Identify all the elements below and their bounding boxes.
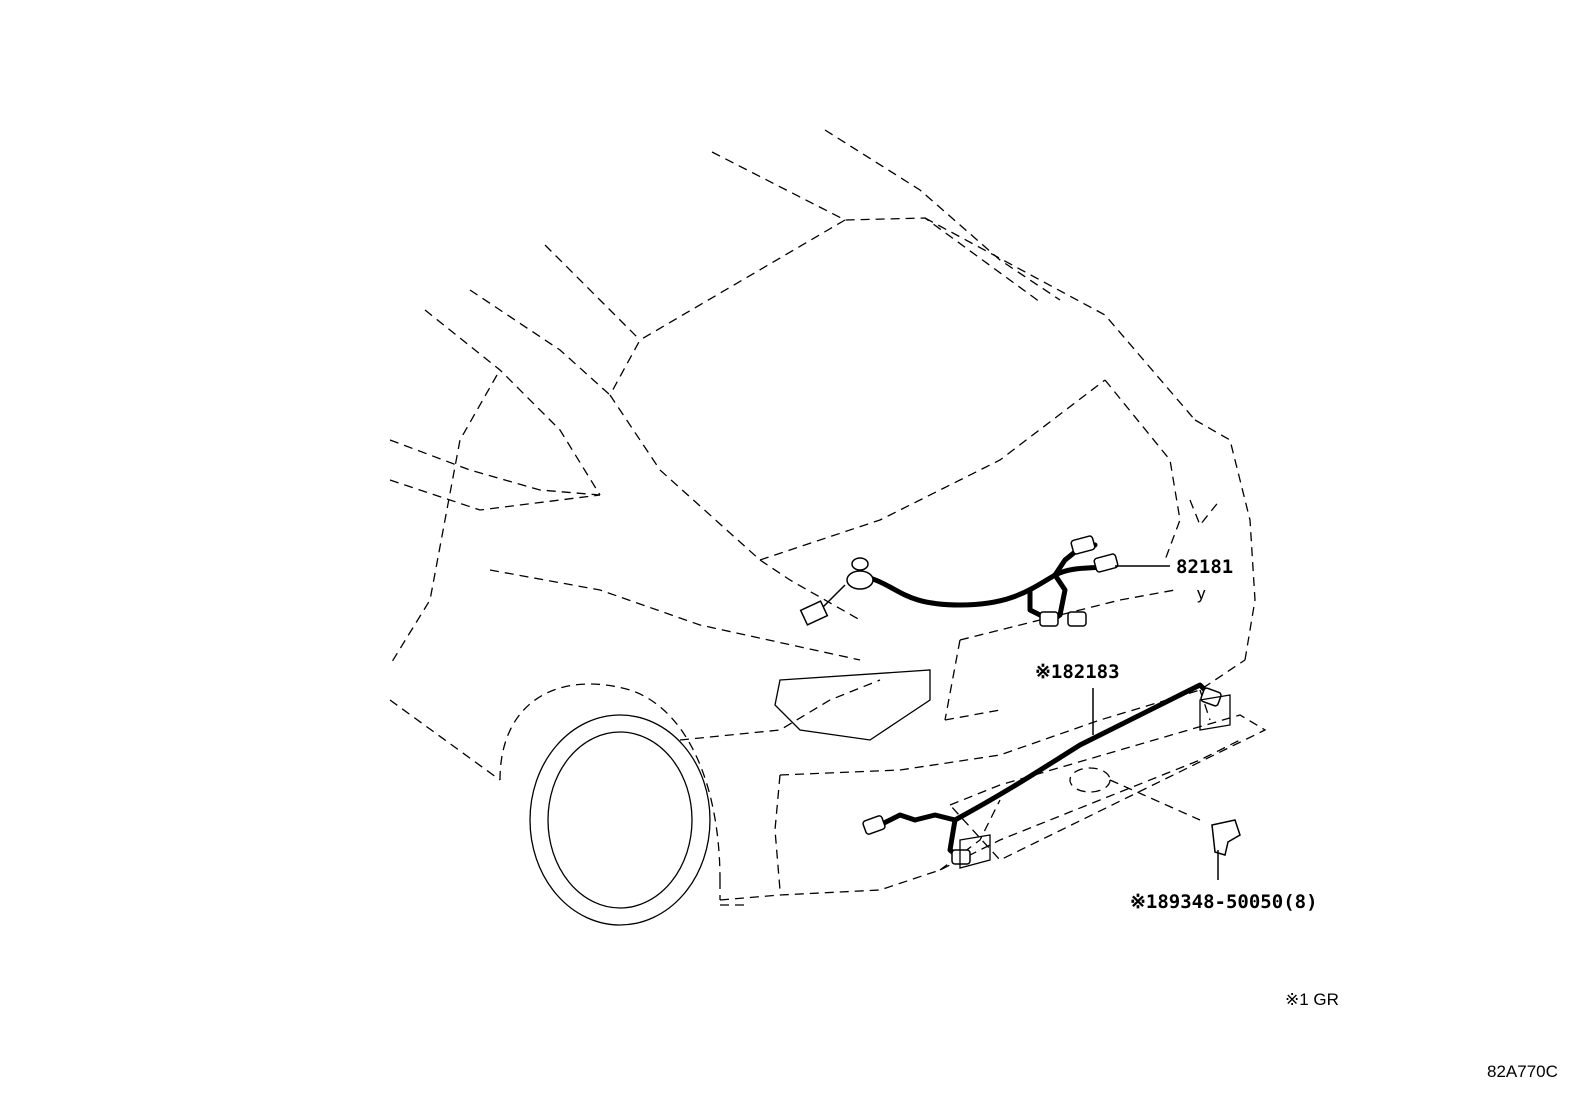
connector-icon — [862, 815, 886, 835]
car-body-outline — [389, 129, 1256, 906]
connector-icon — [951, 849, 971, 865]
harness-82183 — [862, 682, 1231, 869]
connector-icon — [799, 600, 829, 626]
sensor-icon — [959, 834, 991, 869]
connector-icon — [1093, 553, 1119, 573]
harness-82181 — [799, 535, 1119, 627]
connector-icon — [1039, 611, 1059, 627]
part-number-82183: ※182183 — [1035, 661, 1120, 683]
clip-part — [1109, 779, 1241, 880]
connector-icon — [1067, 611, 1087, 627]
sensor-icon — [1199, 694, 1231, 731]
part-number-clip: ※189348-50050(8) — [1130, 891, 1318, 913]
car-body-solid — [529, 669, 1267, 926]
diagram-id: 82A770C — [1487, 1062, 1558, 1081]
leader-lines — [1092, 565, 1170, 735]
connector-icon — [1070, 535, 1096, 555]
part-number-82181: 82181 — [1176, 556, 1233, 578]
small-mark: y — [1197, 584, 1206, 603]
footnote: ※1 GR — [1285, 990, 1339, 1009]
connector-icon — [1200, 687, 1222, 707]
grommet-icon — [846, 570, 874, 590]
